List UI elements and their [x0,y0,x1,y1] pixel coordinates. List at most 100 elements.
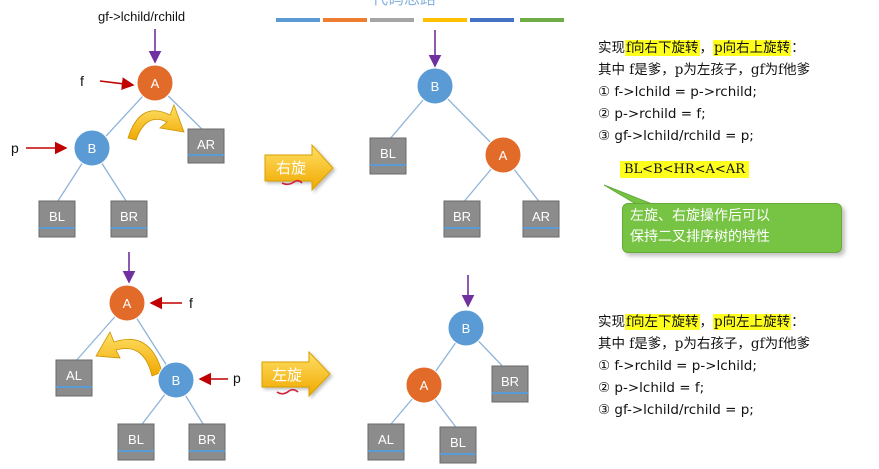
subtree-al-label: AL [66,368,82,383]
node-a-label: A [151,76,160,91]
subtree-box [117,423,155,461]
subtree-bl: BL [439,426,477,464]
subtree-box [110,200,148,238]
bst-order-label: BL<B<HR<A<AR [620,161,749,178]
left-rotate-label: 左旋 [272,366,302,384]
subtree-box [369,137,407,175]
subtree-ar: AR [187,128,225,164]
handwritten-underline [281,179,303,186]
highlight-f-rotation: f向左下旋转 [625,314,700,330]
callout-line-1: 左旋、右旋操作后可以 [630,208,770,224]
diagram-bottom-right: B A BR AL BL [367,275,529,464]
subtree-box [443,200,481,238]
heading-separator: ， [699,314,714,330]
subtree-bl-label: BL [450,435,466,450]
color-bar-segment [323,18,367,22]
diagram-top-right: B A BL BR AR [369,30,560,238]
gf-pointer-label: gf->lchild/rchild [98,9,185,24]
explanation-panel-right-rotate: 实现f向右下旋转，p向右上旋转： 其中 f是爹，p为左孩子，gf为f他爹 ① f… [598,37,810,147]
left-rotate-arrow: 左旋 [261,350,331,398]
color-bar-segment [470,18,514,22]
subtree-box [187,128,225,164]
header-color-bar [276,18,564,22]
node-b [157,361,195,399]
subtree-br-label: BR [120,209,138,224]
subtree-al: AL [367,423,405,461]
explanation-panel-left-rotate: 实现f向左下旋转，p向左上旋转： 其中 f是爹，p为右孩子，gf为f他爹 ① f… [598,311,810,421]
node-a [108,284,146,322]
header-title-fragment: 代码思路 [372,0,436,8]
subtree-al-label: AL [378,432,394,447]
step-2: ② p->rchild = f; [598,106,706,122]
subtree-br: BR [188,423,226,461]
node-b-label: B [431,79,440,94]
rotate-clockwise-arrow-icon [127,103,185,141]
node-b-label: B [462,321,471,336]
subtree-br: BR [491,365,529,403]
subtree-bl-label: BL [380,146,396,161]
color-bar-segment [276,18,320,22]
subtree-box [491,365,529,403]
subtree-box [367,423,405,461]
heading-suffix: ： [791,40,805,56]
node-a [405,366,443,404]
panel-heading: 实现f向右下旋转，p向右上旋转： [598,37,810,59]
right-rotate-arrow-icon [264,143,334,192]
node-b [416,67,454,105]
heading-prefix: 实现 [598,40,625,56]
subtree-box [188,423,226,461]
diagram-bottom-left: f p A B AL BL BR [55,252,241,461]
subtree-br-label: BR [453,209,471,224]
highlight-p-rotation: p向右上旋转 [713,40,792,56]
rotate-counterclockwise-arrow-icon [95,331,163,377]
highlight-f-rotation: f向右下旋转 [625,40,700,56]
subtree-bl: BL [38,200,76,238]
subtree-bl-label: BL [49,209,65,224]
subtree-ar: AR [522,200,560,238]
subtree-br: BR [110,200,148,238]
subtree-box [522,200,560,238]
node-b [447,309,485,347]
callout-text: 左旋、右旋操作后可以 保持二叉排序树的特性 [630,206,770,248]
node-b-label: B [88,141,97,156]
p-pointer-label: p [11,140,19,156]
node-a [484,136,522,174]
callout-box [622,203,842,253]
callout-line-2: 保持二叉排序树的特性 [630,229,770,245]
subtree-box [55,359,93,397]
f-pointer-label: f [80,73,84,89]
subtree-bl: BL [369,137,407,175]
subtree-box [38,200,76,238]
color-bar-segment [370,18,414,22]
subtree-box [439,426,477,464]
right-rotate-arrow: 右旋 [264,143,334,192]
subtree-br-label: BR [501,374,519,389]
color-bar-segment [520,18,564,22]
subtree-bl-label: BL [128,432,144,447]
f-pointer-label: f [189,295,193,311]
node-b-label: B [172,373,181,388]
node-a [136,64,174,102]
subtree-al: AL [55,359,93,397]
p-pointer-label: p [233,370,241,386]
heading-separator: ， [699,40,714,56]
subtree-ar-label: AR [532,209,550,224]
node-a-label: A [499,148,508,163]
handwritten-underline [276,388,299,395]
callout-pointer [603,184,653,205]
node-b [73,129,111,167]
heading-prefix: 实现 [598,314,625,330]
relationship-note: 其中 f是爹，p为右孩子，gf为f他爹 [598,336,811,352]
color-bar-segment [423,18,467,22]
subtree-br: BR [443,200,481,238]
relationship-note: 其中 f是爹，p为左孩子，gf为f他爹 [598,62,811,78]
node-a-label: A [420,378,429,393]
node-a-label: A [123,296,132,311]
f-pointer-arrow [99,77,135,91]
step-3: ③ gf->lchild/rchild = p; [598,128,754,144]
highlight-p-rotation: p向左上旋转 [713,314,792,330]
right-rotate-label: 右旋 [276,159,306,177]
diagram-top-left: gf->lchild/rchild f p A B AR BL BR [11,9,225,238]
step-1: ① f->lchild = p->rchild; [598,84,757,100]
